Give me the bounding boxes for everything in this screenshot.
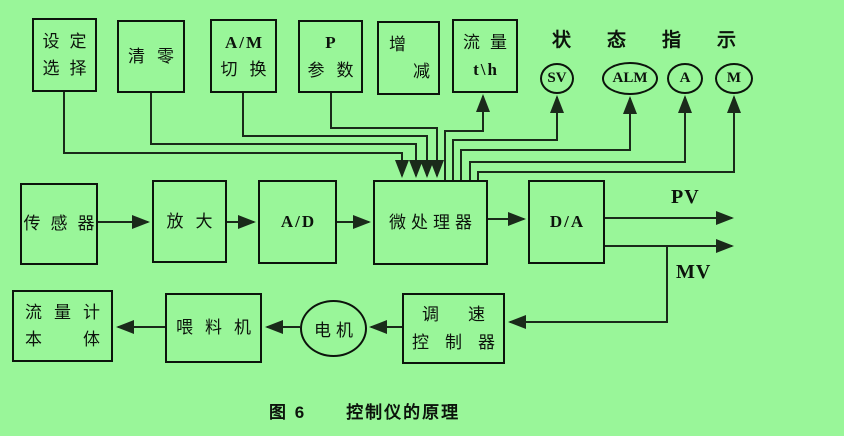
ad-converter-box: A/D <box>258 180 337 264</box>
motor-oval: 电机 <box>300 300 367 357</box>
amplifier-box: 放大 <box>152 180 227 263</box>
inc-dec-key: 增 减 <box>377 21 440 95</box>
lamp-sv-label: SV <box>547 70 567 86</box>
p-param-key: P 参数 <box>298 20 363 93</box>
wire-setting-to-mpu <box>63 92 409 178</box>
feeder-box: 喂料机 <box>165 293 262 363</box>
wire-mpu-to-alm <box>460 96 637 180</box>
figure-title: 控制仪的原理 <box>346 403 461 422</box>
am-switch-key: A/M 切换 <box>210 19 277 93</box>
wire-p-to-mpu <box>330 93 444 178</box>
status-indication-header: 状态指示 <box>552 30 773 51</box>
mv-signal-label: MV <box>676 261 712 283</box>
wire-am-to-mpu <box>242 93 434 178</box>
am-switch-label-2: 切换 <box>220 60 279 79</box>
lamp-m: M <box>715 63 753 94</box>
sensor-box: 传感器 <box>20 183 98 265</box>
lamp-m-label: M <box>726 70 742 86</box>
setting-select-label-1: 设定 <box>42 31 97 51</box>
figure-number: 图 6 <box>269 403 307 422</box>
flow-display: 流量 t\h <box>452 19 518 93</box>
wire-mpu-to-a <box>469 95 692 180</box>
microprocessor-box: 微处理器 <box>373 180 488 265</box>
flowmeter-body-label-2: 本 体 <box>25 330 112 349</box>
setting-select-label-2: 选择 <box>42 59 97 78</box>
figure-caption: 图 6 控制仪的原理 <box>269 398 460 423</box>
microprocessor-label: 微处理器 <box>389 212 477 232</box>
dec-label: 减 <box>413 61 430 81</box>
wire-mv-to-speed-controller <box>508 246 668 329</box>
inc-label: 增 <box>389 35 406 54</box>
sensor-label: 传感器 <box>23 214 105 234</box>
feeder-label: 喂料机 <box>176 318 263 338</box>
flow-display-label-1: 流量 <box>463 32 517 52</box>
wire-clear-to-mpu <box>150 93 423 178</box>
clear-zero-label: 清零 <box>128 46 186 66</box>
speed-controller-box: 调 速 控制器 <box>402 293 505 364</box>
lamp-a: A <box>667 63 703 94</box>
wire-mpu-to-flow-display <box>444 94 490 180</box>
amplifier-label: 放大 <box>166 211 225 231</box>
flow-display-label-2: t\h <box>473 60 499 79</box>
clear-zero-key: 清零 <box>117 20 185 93</box>
wire-mpu-to-sv <box>452 95 564 180</box>
da-converter-label: D/A <box>549 212 586 232</box>
lamp-alm: ALM <box>602 62 658 95</box>
speed-controller-label-1: 调 速 <box>422 305 491 325</box>
motor-label: 电机 <box>314 321 358 340</box>
lamp-sv: SV <box>540 63 574 94</box>
da-converter-box: D/A <box>528 180 605 264</box>
flowmeter-body-box: 流量计 本 体 <box>12 290 113 362</box>
speed-controller-label-2: 控制器 <box>412 332 511 352</box>
wire-mpu-to-m <box>477 95 741 180</box>
setting-select-key: 设定 选择 <box>32 18 97 92</box>
p-param-label-1: P <box>325 33 338 53</box>
pv-signal-label: PV <box>671 186 700 208</box>
lamp-a-label: A <box>679 70 691 86</box>
lamp-alm-label: ALM <box>612 70 648 86</box>
p-param-label-2: 参数 <box>307 60 366 80</box>
am-switch-label-1: A/M <box>224 32 265 52</box>
ad-converter-label: A/D <box>280 212 317 232</box>
flowmeter-body-label-1: 流量计 <box>25 302 112 322</box>
